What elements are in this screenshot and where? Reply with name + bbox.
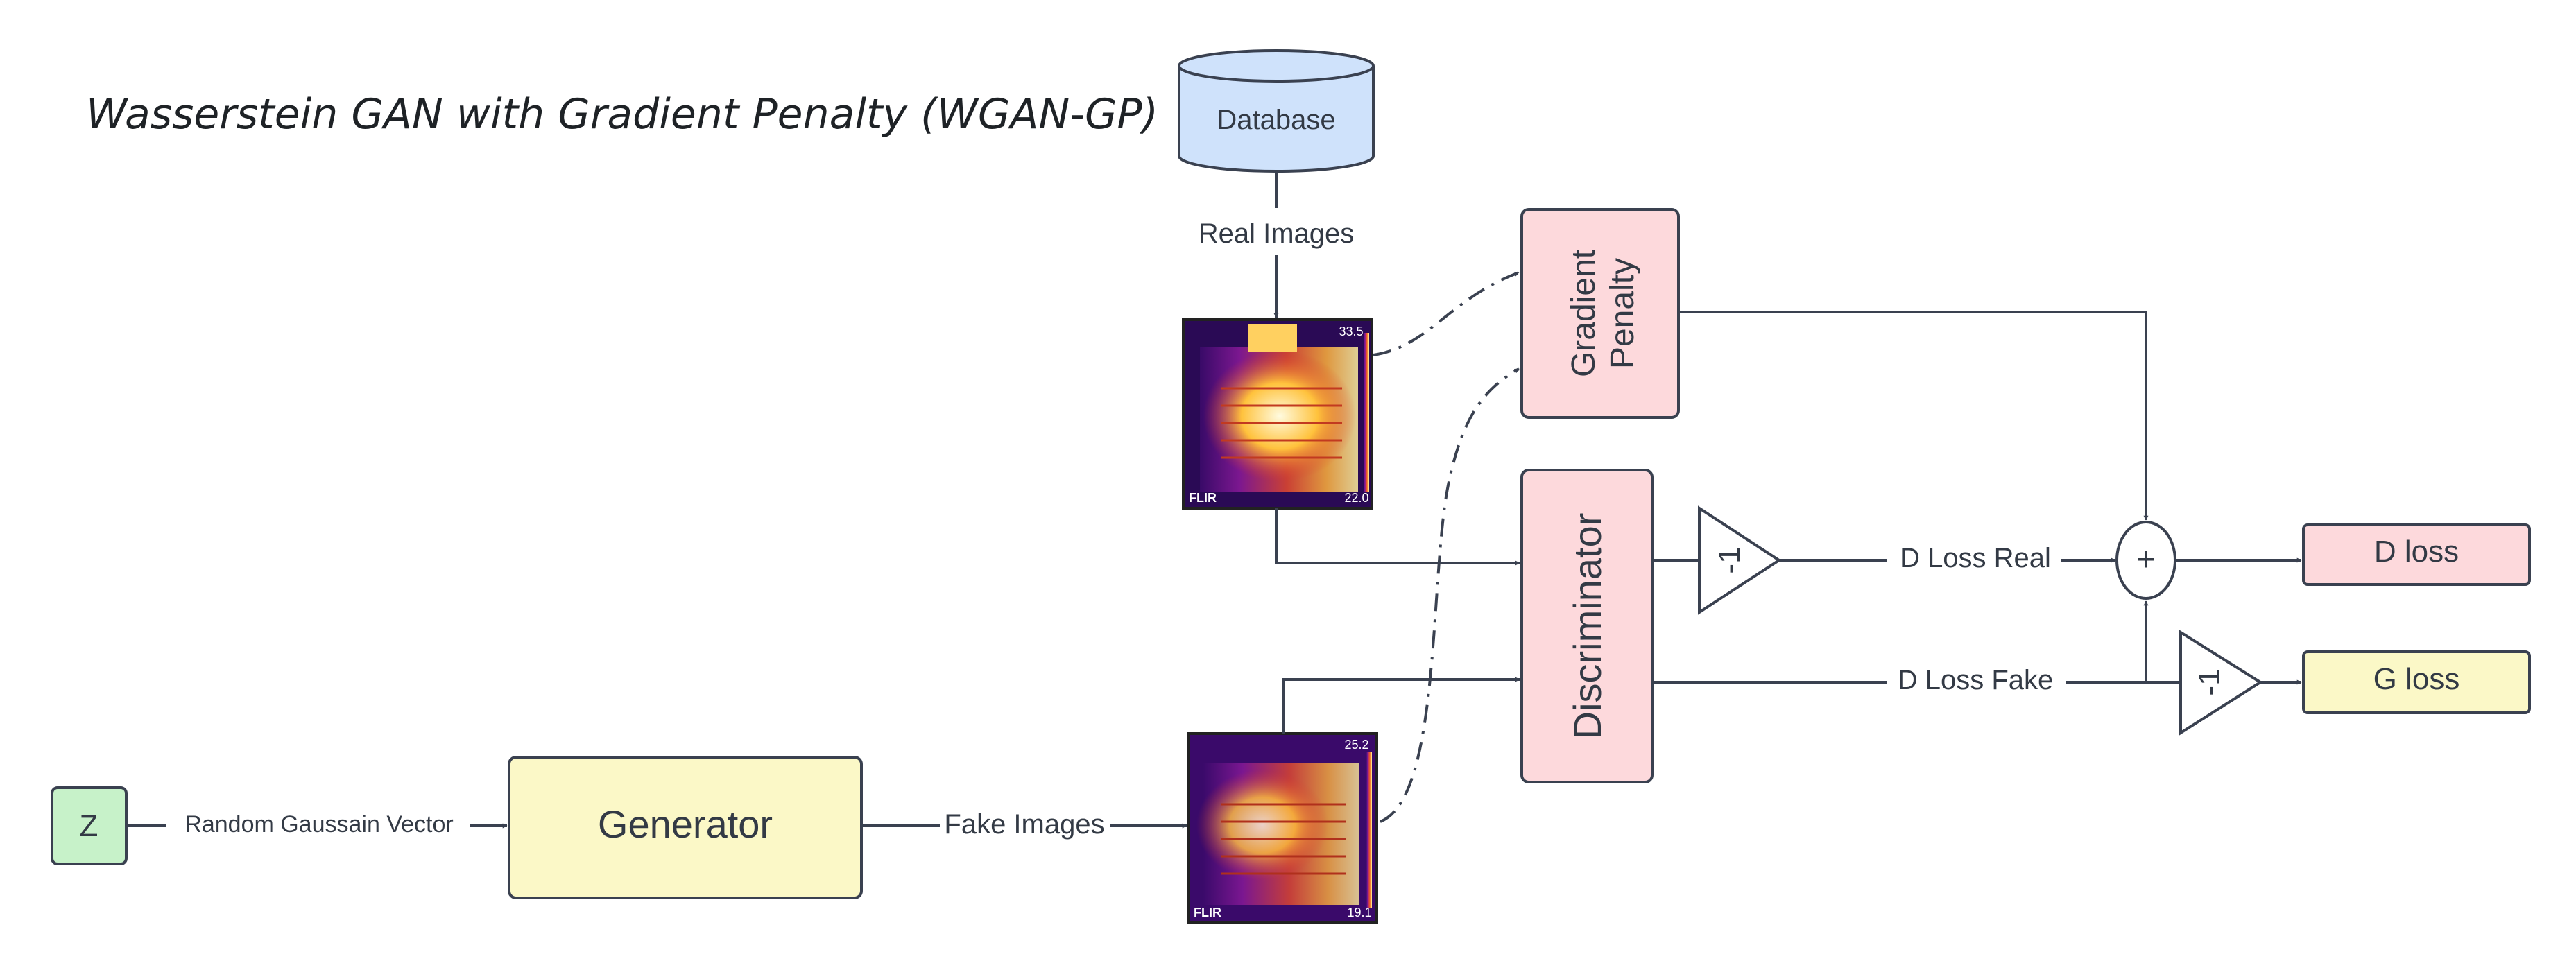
fake-image-flir-logo: FLIR bbox=[1194, 906, 1221, 919]
fake-images-label: Fake Images bbox=[944, 809, 1104, 840]
negate-gain-bottom: -1 bbox=[2179, 630, 2263, 736]
fake-to-penalty-dashdot bbox=[1380, 367, 1520, 823]
z-node: Z bbox=[51, 786, 128, 865]
g-loss-output: G loss bbox=[2302, 650, 2531, 714]
fake-image-min-temp: 19.1 bbox=[1347, 906, 1371, 919]
real-thermal-image: 33.5 22.0 FLIR bbox=[1182, 318, 1373, 510]
real-to-penalty-dashdot bbox=[1373, 271, 1520, 356]
fake-to-discriminator-arrow bbox=[1282, 677, 1520, 734]
generator-node: Generator bbox=[508, 756, 863, 899]
diagram-title: Wasserstein GAN with Gradient Penalty (W… bbox=[86, 90, 1158, 139]
real-to-discriminator-arrow bbox=[1275, 508, 1520, 566]
negate-bottom-label: -1 bbox=[2192, 668, 2226, 695]
gradient-penalty-label-line2: Penalty bbox=[1604, 258, 1641, 369]
penalty-to-sum-arrow bbox=[1678, 311, 2149, 521]
discriminator-label: Discriminator bbox=[1565, 513, 1609, 740]
z-label: Z bbox=[80, 809, 98, 843]
d-loss-output: D loss bbox=[2302, 523, 2531, 586]
real-image-flir-logo: FLIR bbox=[1189, 491, 1217, 505]
real-image-max-temp: 33.5 bbox=[1339, 324, 1363, 338]
generator-label: Generator bbox=[598, 802, 773, 846]
d-loss-fake-label: D Loss Fake bbox=[1898, 665, 2054, 695]
random-vector-label: Random Gaussain Vector bbox=[184, 811, 453, 838]
gradient-penalty-node: Gradient Penalty bbox=[1520, 208, 1680, 419]
negate-top-label: -1 bbox=[1712, 546, 1746, 573]
database-node: Database bbox=[1178, 49, 1375, 173]
database-label: Database bbox=[1217, 105, 1335, 135]
real-images-label: Real Images bbox=[1199, 218, 1355, 249]
discriminator-node: Discriminator bbox=[1520, 469, 1654, 783]
fake-image-max-temp: 25.2 bbox=[1344, 738, 1368, 752]
gradient-penalty-label-line1: Gradient bbox=[1565, 250, 1602, 377]
real-image-min-temp: 22.0 bbox=[1344, 491, 1368, 505]
g-loss-label: G loss bbox=[2373, 662, 2460, 696]
sum-node: + bbox=[2115, 521, 2176, 600]
fake-thermal-image: 25.2 19.1 FLIR bbox=[1187, 732, 1378, 924]
sum-label: + bbox=[2136, 542, 2156, 578]
d-loss-label: D loss bbox=[2374, 535, 2459, 569]
negate-gain-top: -1 bbox=[1698, 505, 1782, 615]
d-loss-real-label: D Loss Real bbox=[1900, 543, 2051, 573]
